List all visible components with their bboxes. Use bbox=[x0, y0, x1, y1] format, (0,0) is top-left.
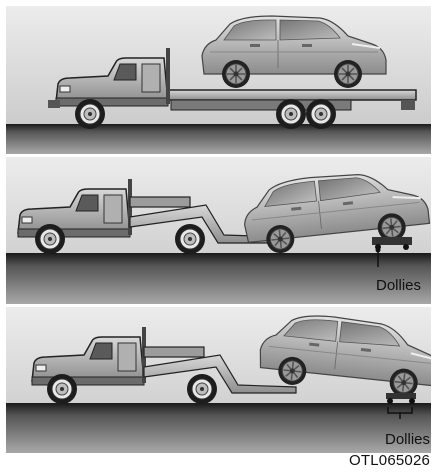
wheel-lift-front-panel bbox=[6, 157, 431, 304]
road bbox=[6, 253, 431, 304]
road bbox=[6, 403, 431, 453]
dollies-label: Dollies bbox=[385, 431, 430, 448]
dollies-label: Dollies bbox=[376, 277, 421, 294]
dollies-leader-dot bbox=[376, 248, 381, 253]
wheel-lift-rear-panel bbox=[6, 307, 431, 453]
flatbed-panel bbox=[6, 6, 431, 154]
figure-code: OTL065026 bbox=[349, 452, 430, 469]
road bbox=[6, 124, 431, 154]
